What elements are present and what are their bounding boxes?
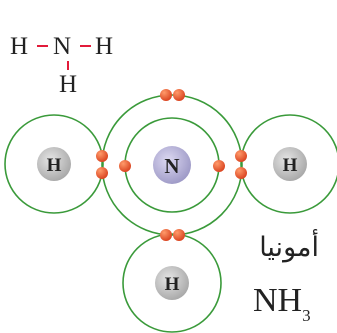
bond-right (80, 45, 91, 47)
structural-h-bottom: H (59, 71, 78, 98)
bond-down (67, 61, 69, 70)
hydrogen-right-shell (240, 114, 337, 214)
structural-n-center: N (53, 33, 72, 60)
hydrogen-bottom-label: H (165, 274, 180, 295)
electron (235, 167, 247, 179)
electron (96, 167, 108, 179)
hydrogen-left-nucleus (37, 147, 71, 181)
hydrogen-left-shell (4, 114, 104, 214)
bond-left (37, 45, 48, 47)
structural-h-left: H (10, 33, 29, 60)
nitrogen-nucleus (153, 146, 191, 184)
hydrogen-bottom-shell (122, 233, 222, 333)
structural-h-right: H (95, 33, 114, 60)
hydrogen-right-nucleus (273, 147, 307, 181)
nitrogen-label: N (164, 154, 179, 178)
hydrogen-right-label: H (283, 155, 298, 176)
electron (119, 160, 131, 172)
electron (173, 229, 185, 241)
electron (173, 89, 185, 101)
electron (235, 150, 247, 162)
electron (213, 160, 225, 172)
formula-main: NH (253, 282, 303, 319)
compound-name: أمونيا (259, 232, 319, 263)
electron (96, 150, 108, 162)
hydrogen-bottom-nucleus (155, 266, 189, 300)
electron (160, 89, 172, 101)
molecular-formula: NH3 (253, 282, 311, 326)
electron (160, 229, 172, 241)
hydrogen-left-label: H (47, 155, 62, 176)
formula-subscript: 3 (302, 306, 311, 325)
